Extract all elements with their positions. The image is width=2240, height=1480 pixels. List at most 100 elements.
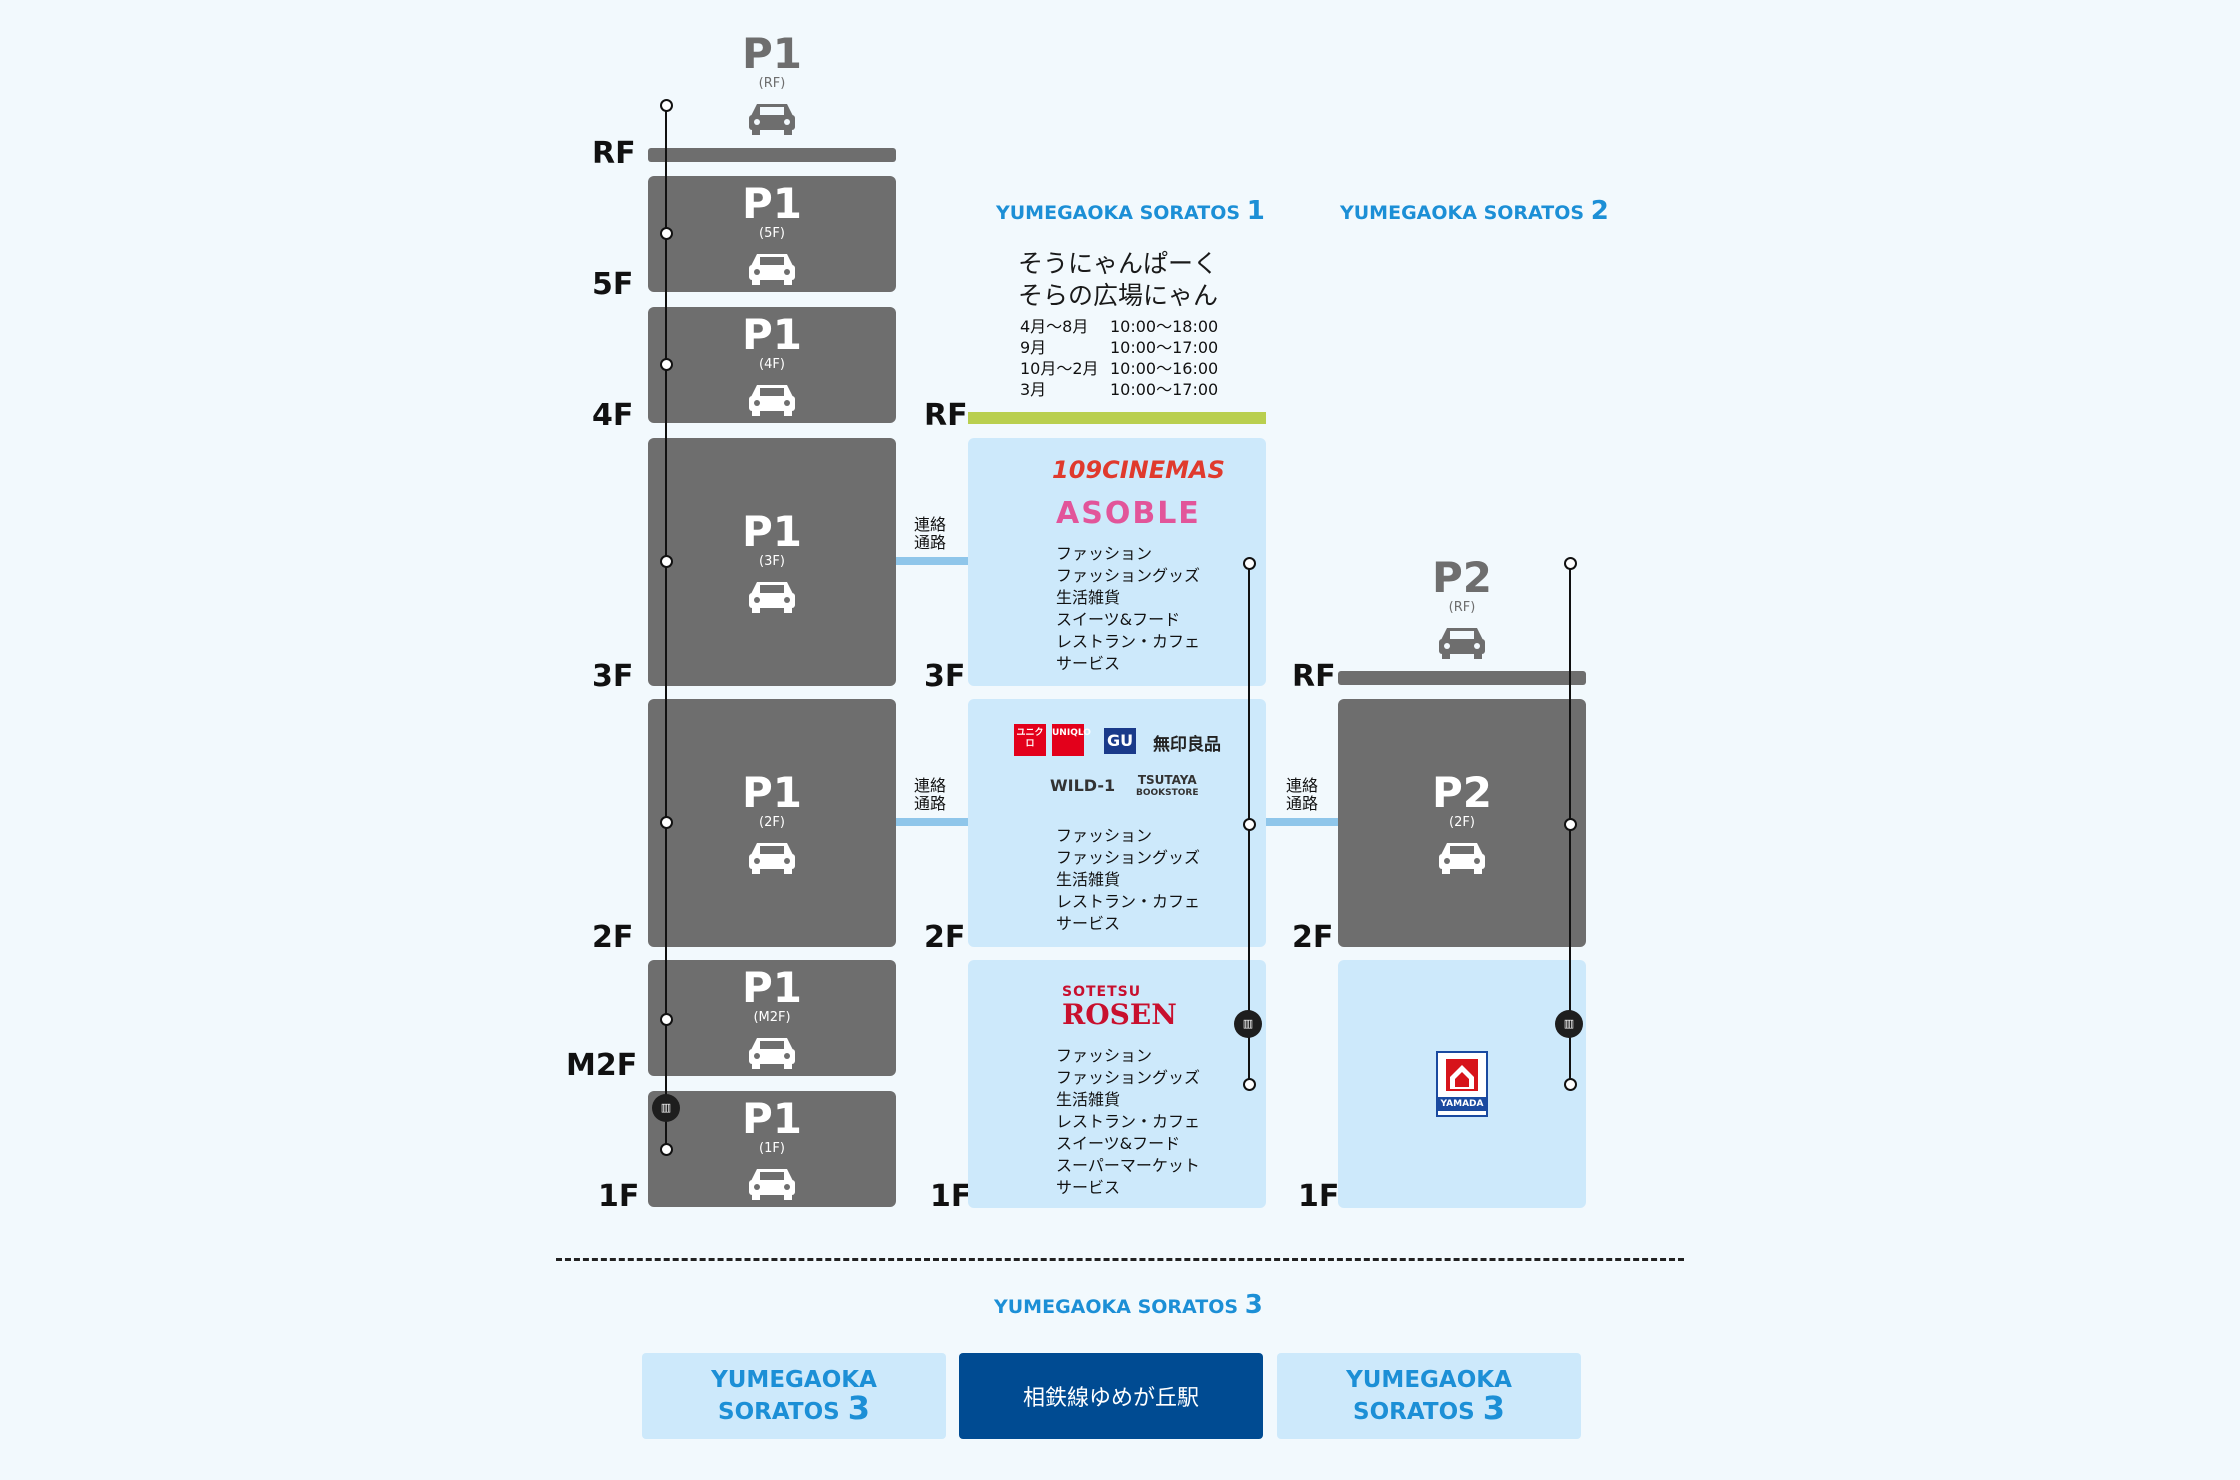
p2-2f-block: P2 (2F) <box>1338 699 1586 947</box>
station-box: 相鉄線ゆめが丘駅 <box>959 1353 1263 1439</box>
p2-2f-level: (2F) <box>1449 815 1475 830</box>
elevator-stop <box>1243 1078 1256 1091</box>
p1-2f-name: P1 <box>741 768 802 817</box>
p1-elevator-line <box>665 104 667 1150</box>
section-divider <box>556 1258 1684 1261</box>
category-list-2f: ファッション ファッショングッズ 生活雑貨 レストラン・カフェ サービス <box>1056 825 1200 935</box>
logo-109cinemas: 109CINEMAS <box>1052 456 1225 484</box>
section-2-text: YUMEGAOKA SORATOS <box>1340 202 1585 224</box>
yamada-mark-icon <box>1446 1059 1478 1091</box>
floor-label-2f-mid: 2F <box>924 920 966 955</box>
p2-rf-level: (RF) <box>1448 600 1476 615</box>
section-title-soratos-3: YUMEGAOKA SORATOS 3 <box>994 1290 1263 1320</box>
elevator-stop <box>660 1013 673 1026</box>
logo-bookstore-text: BOOKSTORE <box>1136 788 1199 798</box>
category-item: 生活雑貨 <box>1056 1090 1121 1109</box>
category-item: スイーツ&フード <box>1056 1134 1181 1153</box>
category-item: サービス <box>1056 654 1121 673</box>
rooftop-title-line2: そらの広場にゃん <box>1017 281 1218 310</box>
bridge-label-2f-left: 連絡通路 <box>914 776 947 813</box>
category-item: ファッション <box>1056 1046 1153 1065</box>
category-item: ファッション <box>1056 544 1153 563</box>
category-item: サービス <box>1056 1178 1121 1197</box>
p1-1f-level: (1F) <box>759 1141 785 1156</box>
mall-3f <box>968 438 1266 686</box>
logo-uniqlo: UNIQLO <box>1052 724 1091 756</box>
floor-label-1f-mid: 1F <box>930 1179 972 1214</box>
soratos3-left-box: YUMEGAOKA SORATOS 3 <box>642 1353 946 1439</box>
car-icon <box>749 1038 795 1069</box>
section-1-text: YUMEGAOKA SORATOS <box>996 202 1241 224</box>
p1-m2f-block: P1 (M2F) <box>648 960 896 1076</box>
car-icon <box>749 104 795 135</box>
category-item: レストラン・カフェ <box>1056 632 1201 651</box>
section-3-num: 3 <box>1244 1290 1263 1320</box>
p1-rooftop: P1 (RF) <box>740 32 804 140</box>
category-item: ファッショングッズ <box>1056 1068 1201 1087</box>
category-item: レストラン・カフェ <box>1056 1112 1201 1131</box>
floor-label-4f: 4F <box>592 398 634 433</box>
p1-5f-name: P1 <box>741 179 802 228</box>
category-list-3f: ファッション ファッショングッズ 生活雑貨 スイーツ&フード レストラン・カフェ… <box>1056 543 1200 675</box>
floor-label-rf-right: RF <box>1292 659 1336 694</box>
car-icon <box>749 582 795 613</box>
floor-label-1f-right: 1F <box>1298 1179 1340 1214</box>
p1-2f-level: (2F) <box>759 815 785 830</box>
category-item: 生活雑貨 <box>1056 870 1121 889</box>
p1-rf-name: P1 <box>741 29 802 78</box>
elevator-icon: ▥ <box>1234 1010 1262 1038</box>
p1-m2f-level: (M2F) <box>753 1010 791 1025</box>
soratos3-left-line2: SORATOS 3 <box>718 1389 870 1427</box>
floor-label-rf-mid: RF <box>924 398 968 433</box>
p1-2f-block: P1 (2F) <box>648 699 896 947</box>
floor-label-2f-left: 2F <box>592 920 634 955</box>
logo-uniqlo-jp: ユニクロ <box>1014 724 1046 756</box>
bridge-2f-right <box>1266 818 1338 826</box>
elevator-stop <box>660 1143 673 1156</box>
p2-rooftop: P2 (RF) <box>1430 556 1494 664</box>
elevator-stop <box>660 227 673 240</box>
logo-wild1: WILD-1 <box>1050 776 1116 795</box>
floor-label-m2f: M2F <box>566 1048 638 1083</box>
soratos3-right-box: YUMEGAOKA SORATOS 3 <box>1277 1353 1581 1439</box>
p1-3f-level: (3F) <box>759 554 785 569</box>
p2-rf-name: P2 <box>1431 553 1492 602</box>
section-3-text: YUMEGAOKA SORATOS <box>994 1296 1239 1318</box>
p1-3f-name: P1 <box>741 507 802 556</box>
category-item: サービス <box>1056 914 1121 933</box>
car-icon <box>749 843 795 874</box>
p1-5f-block: P1 (5F) <box>648 176 896 292</box>
p1-4f-block: P1 (4F) <box>648 307 896 423</box>
elevator-stop <box>1243 818 1256 831</box>
logo-rosen: ROSEN <box>1062 998 1177 1031</box>
rooftop-title-line1: そうにゃんぱーく <box>1017 249 1218 278</box>
car-icon <box>749 254 795 285</box>
category-item: スイーツ&フード <box>1056 610 1181 629</box>
elevator-stop <box>1243 557 1256 570</box>
logo-tsutaya: TSUTAYA BOOKSTORE <box>1136 774 1199 800</box>
p1-3f-block: P1 (3F) <box>648 438 896 686</box>
floor-label-5f: 5F <box>592 267 634 302</box>
p1-rf-level: (RF) <box>758 76 786 91</box>
station-name: 相鉄線ゆめが丘駅 <box>1022 1386 1199 1411</box>
elevator-stop <box>1564 1078 1577 1091</box>
floor-label-2f-right: 2F <box>1292 920 1334 955</box>
category-item: ファッション <box>1056 826 1153 845</box>
p2-2f-name: P2 <box>1431 768 1492 817</box>
bridge-label-2f-right: 連絡通路 <box>1286 776 1319 813</box>
car-icon <box>1439 628 1485 659</box>
p2-roof-slab <box>1338 671 1586 685</box>
elevator-stop <box>660 555 673 568</box>
logo-sotetsu: SOTETSU <box>1062 984 1142 1000</box>
category-item: ファッショングッズ <box>1056 566 1201 585</box>
soratos3-right-line1: YUMEGAOKA <box>1346 1367 1512 1393</box>
p1-roof-slab <box>648 148 896 162</box>
category-list-1f: ファッション ファッショングッズ 生活雑貨 レストラン・カフェ スイーツ&フード… <box>1056 1045 1200 1199</box>
elevator-stop <box>660 816 673 829</box>
logo-asoble: ASOBLE <box>1056 496 1201 531</box>
mall-1f <box>968 960 1266 1208</box>
